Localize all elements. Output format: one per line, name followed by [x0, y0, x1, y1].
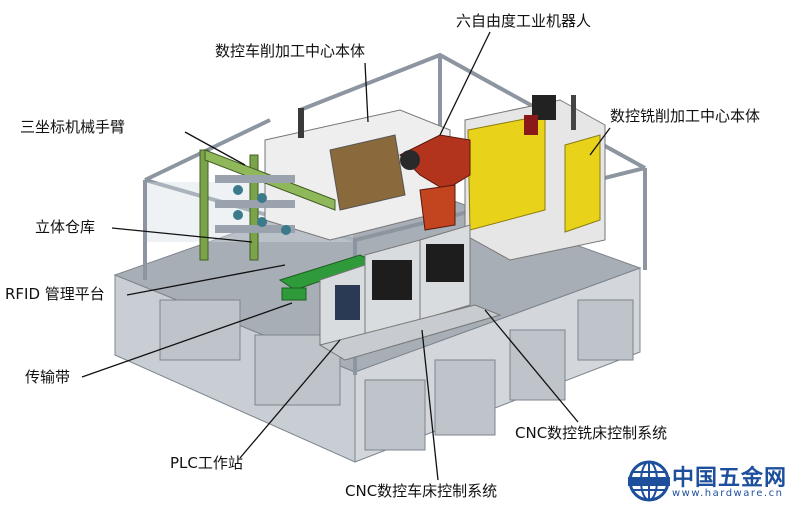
mill-body — [464, 95, 606, 261]
globe-icon — [628, 460, 670, 502]
label-mill-body: 数控铣削加工中心本体 — [610, 107, 761, 125]
leader-lines — [81, 31, 611, 481]
label-plc: PLC工作站 — [170, 454, 243, 472]
logo-name: 中国五金网 — [672, 466, 788, 491]
label-cnc-mill-control: CNC数控铣床控制系统 — [515, 424, 668, 442]
logo-url: www.hardware.cn — [672, 488, 784, 499]
label-cnc-lathe-control: CNC数控车床控制系统 — [345, 482, 498, 500]
control-panels — [318, 224, 502, 361]
label-gantry-arm: 三坐标机械手臂 — [20, 118, 126, 136]
label-rfid: RFID 管理平台 — [5, 285, 105, 303]
gantry-and-warehouse — [199, 149, 336, 261]
label-robot: 六自由度工业机器人 — [456, 12, 592, 30]
hardware-logo: 中国五金网 www.hardware.cn — [628, 460, 798, 504]
label-warehouse: 立体仓库 — [35, 218, 96, 236]
conveyor — [278, 254, 377, 301]
label-conveyor: 传输带 — [25, 368, 71, 386]
label-lathe-body: 数控车削加工中心本体 — [215, 42, 366, 60]
lathe-body — [264, 108, 451, 241]
